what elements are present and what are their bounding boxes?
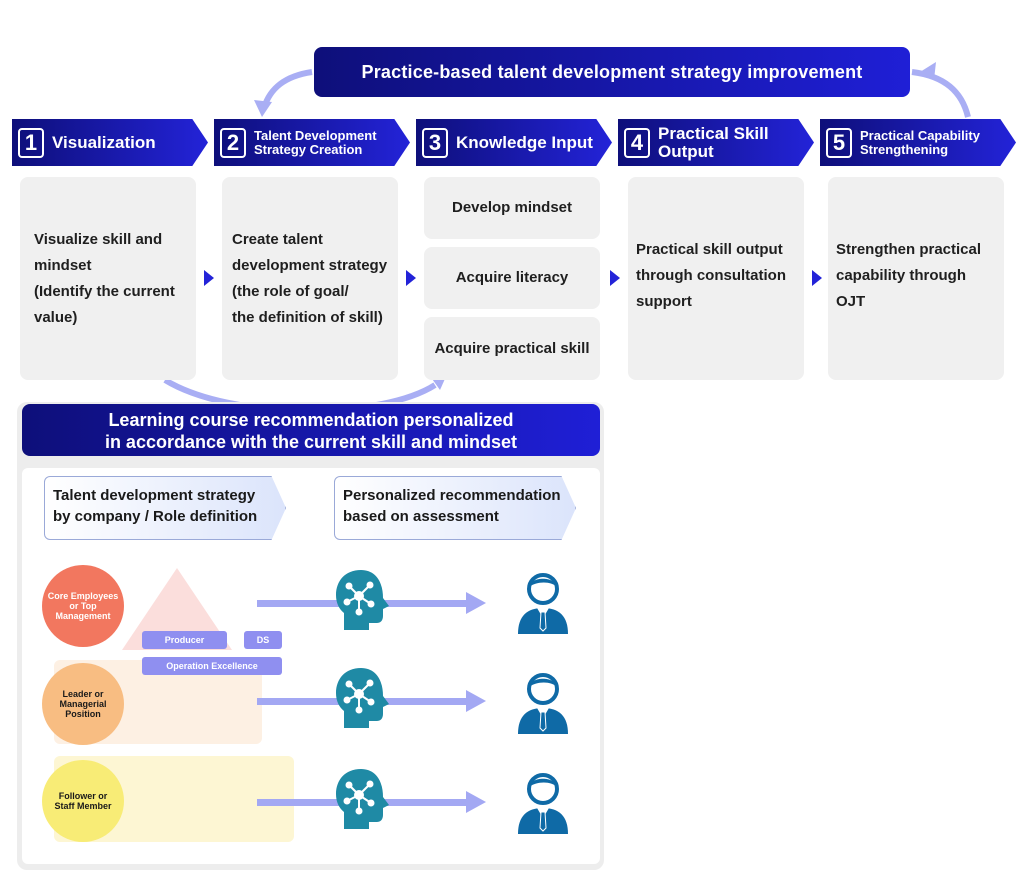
step-5-detail: Strengthen practical capability through … — [828, 177, 1004, 380]
step-number: 1 — [18, 127, 44, 158]
pyramid-shape — [122, 568, 232, 650]
step-1-visualization: 1 Visualization — [12, 119, 208, 166]
step-3-detail-mindset: Develop mindset — [424, 177, 600, 239]
step-title: Talent Development Strategy Creation — [254, 128, 377, 157]
step-1-detail: Visualize skill and mindset (Identify th… — [20, 177, 196, 380]
recommendation-tag: Personalized recommendation based on ass… — [334, 476, 576, 540]
circle-line: Managerial — [59, 699, 107, 709]
right-arrow-icon — [466, 791, 486, 813]
person-suit-icon — [518, 773, 568, 834]
circle-line: Leader or — [62, 689, 104, 699]
flow-arrow-icon — [610, 270, 620, 286]
ai-brain-network-icon — [336, 570, 389, 630]
tag-line: by company / Role definition — [53, 508, 258, 525]
detail-line: (Identify the current — [34, 282, 175, 300]
detail-line: Visualize skill and — [34, 230, 163, 248]
step-3-knowledge-input: 3 Knowledge Input — [416, 119, 612, 166]
detail-line: Acquire practical skill — [434, 339, 590, 357]
person-suit-icon — [518, 673, 568, 734]
step-number: 5 — [826, 127, 852, 158]
detail-line: Create talent — [232, 230, 323, 248]
person-suit-icon — [518, 573, 568, 634]
detail-line: Strengthen practical — [836, 241, 982, 258]
detail-line: capability through — [836, 267, 967, 284]
tag-line: Talent development strategy — [53, 487, 256, 504]
step-number: 3 — [422, 127, 448, 158]
ai-brain-network-icon — [336, 668, 389, 728]
detail-line: development strategy — [232, 256, 388, 274]
circle-line: Management — [55, 611, 111, 621]
detail-line: Acquire literacy — [455, 269, 569, 286]
step-title: Practical Skill Output — [658, 124, 769, 161]
circle-line: Staff Member — [54, 801, 112, 811]
step-4-skill-output: 4 Practical Skill Output — [618, 119, 814, 166]
improvement-banner: Practice-based talent development strate… — [314, 47, 910, 97]
detail-line: (the role of goal/ — [232, 282, 349, 300]
producer-pill: Producer — [142, 631, 227, 649]
detail-line: Practical skill output — [636, 241, 783, 258]
learning-panel-title: Learning course recommendation personali… — [22, 404, 600, 456]
circle-line: or Top — [69, 601, 97, 611]
detail-line: mindset — [34, 256, 92, 274]
step-number: 2 — [220, 127, 246, 158]
right-arrow-icon — [466, 592, 486, 614]
step-3-detail-literacy: Acquire literacy — [424, 247, 600, 309]
circle-line: Core Employees — [47, 591, 119, 601]
flow-arrow-icon — [812, 270, 822, 286]
right-arrow-icon — [466, 690, 486, 712]
title-line: Learning course recommendation personali… — [108, 410, 514, 430]
step-3-detail-practical: Acquire practical skill — [424, 317, 600, 380]
follower-circle: Follower or Staff Member — [42, 760, 124, 842]
step-title: Visualization — [52, 132, 156, 152]
detail-line: value) — [34, 308, 78, 326]
step-title: Knowledge Input — [456, 132, 593, 152]
step-number: 4 — [624, 127, 650, 158]
circle-line: Follower or — [58, 791, 108, 801]
tag-line: Personalized recommendation — [343, 487, 561, 504]
core-employees-circle: Core Employees or Top Management — [42, 565, 124, 647]
opex-pill: Operation Excellence — [142, 657, 282, 675]
step-4-detail: Practical skill output through consultat… — [628, 177, 804, 380]
tag-line: based on assessment — [343, 508, 499, 525]
circle-line: Position — [65, 709, 101, 719]
step-2-strategy-creation: 2 Talent Development Strategy Creation — [214, 119, 410, 166]
ai-brain-network-icon — [336, 769, 389, 829]
ds-pill: DS — [244, 631, 282, 649]
strategy-tag: Talent development strategy by company /… — [44, 476, 286, 540]
detail-line: through consultation — [636, 267, 786, 284]
step-5-capability-strengthening: 5 Practical Capability Strengthening — [820, 119, 1016, 166]
title-line: in accordance with the current skill and… — [104, 432, 518, 452]
step-2-detail: Create talent development strategy (the … — [222, 177, 398, 380]
leader-circle: Leader or Managerial Position — [42, 663, 124, 745]
detail-line: the definition of skill) — [232, 308, 383, 326]
step-title: Practical Capability Strengthening — [860, 128, 980, 157]
flow-arrow-icon — [406, 270, 416, 286]
detail-line: Develop mindset — [451, 199, 573, 216]
flow-arrow-icon — [204, 270, 214, 286]
detail-line: support — [636, 293, 692, 310]
detail-line: OJT — [836, 293, 866, 310]
